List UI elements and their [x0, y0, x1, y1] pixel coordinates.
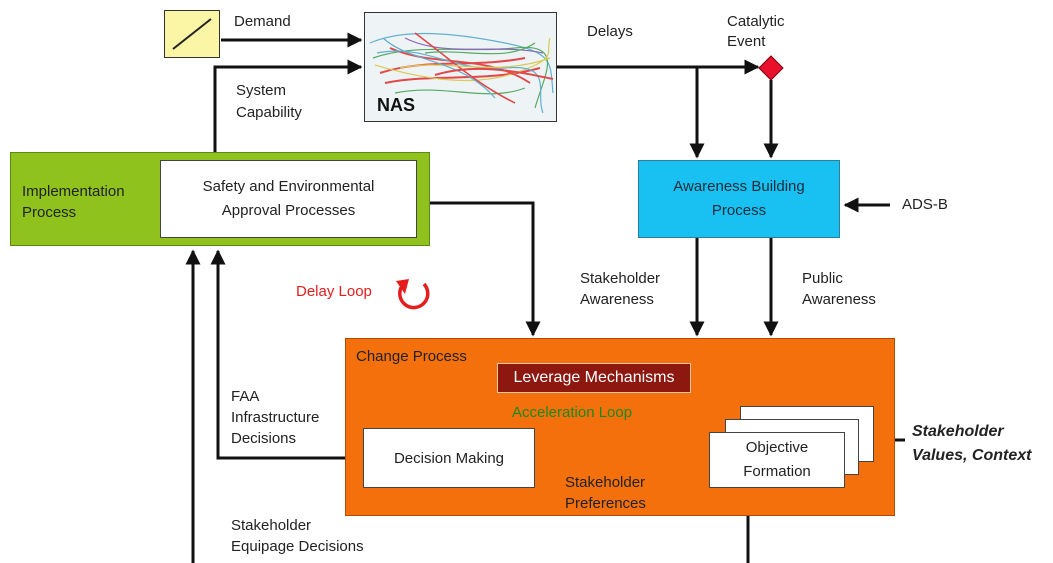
decision-making-label: Decision Making [393, 449, 505, 467]
safety-environmental-label: Safety and Environmental Approval Proces… [202, 178, 375, 219]
demand-source-box [164, 10, 220, 58]
change-process-label: Change Process [356, 348, 467, 365]
catalytic-event-label: Catalytic Event [727, 13, 785, 50]
demand-label: Demand [234, 13, 291, 30]
faa-infrastructure-arrow [210, 249, 363, 460]
catalytic-event-marker [758, 55, 784, 81]
objective-formation-label: Objective Formation [743, 439, 811, 480]
delay-loop-label: Delay Loop [296, 283, 372, 300]
stakeholder-equipage-label: Stakeholder Equipage Decisions [231, 517, 364, 555]
decision-making-box: Decision Making [363, 428, 535, 488]
faa-infrastructure-label: FAA Infrastructure Decisions [231, 388, 320, 447]
public-awareness-label: Public Awareness [802, 270, 876, 308]
leverage-mechanisms-box: Leverage Mechanisms [497, 363, 691, 393]
system-capability-arrow [213, 59, 363, 152]
safety-environmental-approval-box: Safety and Environmental Approval Proces… [160, 160, 417, 238]
nas-map: NAS [364, 12, 557, 122]
ramp-icon [172, 18, 212, 50]
leverage-mechanisms-label: Leverage Mechanisms [513, 369, 675, 386]
objective-formation-box: Objective Formation [709, 432, 845, 488]
nas-label: NAS [377, 95, 416, 115]
nas-traffic-map-graphic [369, 32, 554, 114]
implementation-process-label: Implementation Process [22, 183, 125, 221]
delay-loop-arrow [430, 201, 541, 337]
system-capability-label: System Capability [236, 82, 302, 121]
delay-loop-icon [396, 279, 430, 310]
stakeholder-preferences-label: Stakeholder Preferences [565, 474, 646, 512]
stakeholder-awareness-label: Stakeholder Awareness [580, 270, 661, 308]
ads-b-label: ADS-B [902, 196, 948, 213]
delays-label: Delays [587, 23, 633, 40]
stakeholder-values-label: Stakeholder Values, Context [912, 423, 1032, 464]
awareness-building-process-box: Awareness Building Process [638, 160, 840, 238]
acceleration-loop-label: Acceleration Loop [512, 404, 633, 421]
awareness-building-label: Awareness Building Process [673, 178, 805, 219]
